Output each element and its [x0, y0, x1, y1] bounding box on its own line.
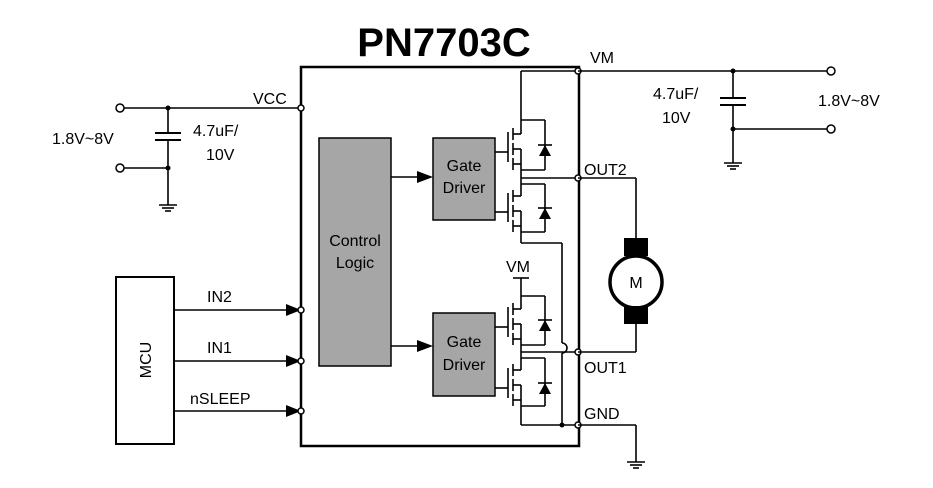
signal-in2: IN2 [174, 289, 305, 316]
mosfet-high-side-1 [507, 114, 552, 178]
right-supply-voltage: 1.8V~8V [818, 93, 880, 110]
control-logic-label-2: Logic [336, 255, 374, 272]
signal-nsleep: nSLEEP [174, 391, 305, 417]
output-ground [578, 424, 645, 469]
mcu-block: MCU [115, 276, 175, 445]
signal-in1: IN1 [174, 340, 305, 367]
internal-vm-label: VM [506, 259, 530, 276]
left-supply-voltage: 1.8V~8V [52, 131, 114, 148]
control-to-driver-arrows [391, 171, 433, 352]
gate-driver-top: Gate Driver [432, 137, 496, 221]
mosfet-low-side-2 [507, 352, 552, 425]
mosfet-low-side-1 [507, 178, 552, 243]
pin-vm: VM [574, 50, 614, 75]
pin-out1-label: OUT1 [584, 360, 627, 377]
control-logic-block: Control Logic [318, 137, 392, 367]
pin-out2-label: OUT2 [584, 162, 627, 179]
signal-nsleep-label: nSLEEP [190, 391, 250, 408]
gate-driver-bottom-label-1: Gate [447, 334, 482, 351]
gate-wires [495, 151, 508, 389]
pin-gnd-label: GND [584, 406, 620, 423]
gate-driver-bottom: Gate Driver [432, 312, 496, 397]
chip-title: PN7703C [357, 21, 530, 65]
right-cap-rating: 10V [662, 110, 691, 127]
gate-driver-bottom-label-2: Driver [443, 357, 486, 374]
motor-label: M [629, 275, 642, 292]
gate-driver-top-label-1: Gate [447, 158, 482, 175]
signal-in2-label: IN2 [207, 289, 232, 306]
signal-in1-label: IN1 [207, 340, 232, 357]
right-cap-value: 4.7uF/ [653, 86, 699, 103]
motor: M [578, 177, 664, 353]
right-supply: 4.7uF/ 10V 1.8V~8V [578, 66, 880, 170]
left-cap-value: 4.7uF/ [193, 123, 239, 140]
pin-vcc-label: VCC [253, 91, 287, 108]
mcu-label: MCU [138, 342, 155, 378]
control-logic-label-1: Control [329, 233, 381, 250]
pin-out1: OUT1 [574, 348, 627, 377]
mosfet-high-side-2 [507, 278, 552, 352]
left-supply: VCC 1.8V~8V 4.7uF/ 10V [52, 91, 305, 212]
gate-driver-top-label-2: Driver [443, 180, 486, 197]
left-cap-rating: 10V [206, 147, 235, 164]
pin-vm-label: VM [590, 50, 614, 67]
bridge-wiring [513, 70, 578, 428]
